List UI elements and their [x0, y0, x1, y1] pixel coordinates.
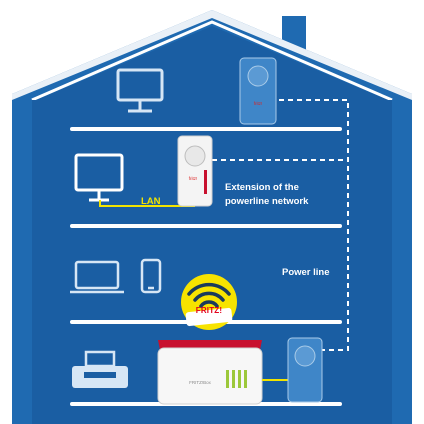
power-line-label: Power line	[282, 267, 330, 278]
svg-text:fritz!: fritz!	[189, 176, 198, 181]
printer-icon	[72, 350, 128, 388]
extension-label-line-1: Extension of the	[225, 182, 299, 193]
powerline-dashed-path	[212, 99, 349, 351]
router-icon	[157, 340, 263, 405]
roof-outline	[31, 20, 393, 102]
router-brand-label: FRITZ!Box	[189, 380, 211, 385]
extension-label-line-2: powerline network	[225, 196, 309, 207]
laptop-icon	[70, 260, 124, 294]
fritz-badge-label: FRITZ!	[195, 306, 223, 315]
wifi-icon	[181, 274, 237, 330]
powerline-adapter-wifi-icon: fritz!	[177, 135, 213, 207]
svg-text:fritz!: fritz!	[254, 101, 263, 106]
smartphone-icon	[140, 258, 162, 294]
monitor-icon	[116, 68, 164, 113]
lan-label: LAN	[141, 196, 161, 207]
powerline-adapter-icon: fritz!	[239, 57, 277, 125]
attic-interior	[36, 26, 388, 100]
powerline-adapter-icon	[287, 337, 323, 403]
